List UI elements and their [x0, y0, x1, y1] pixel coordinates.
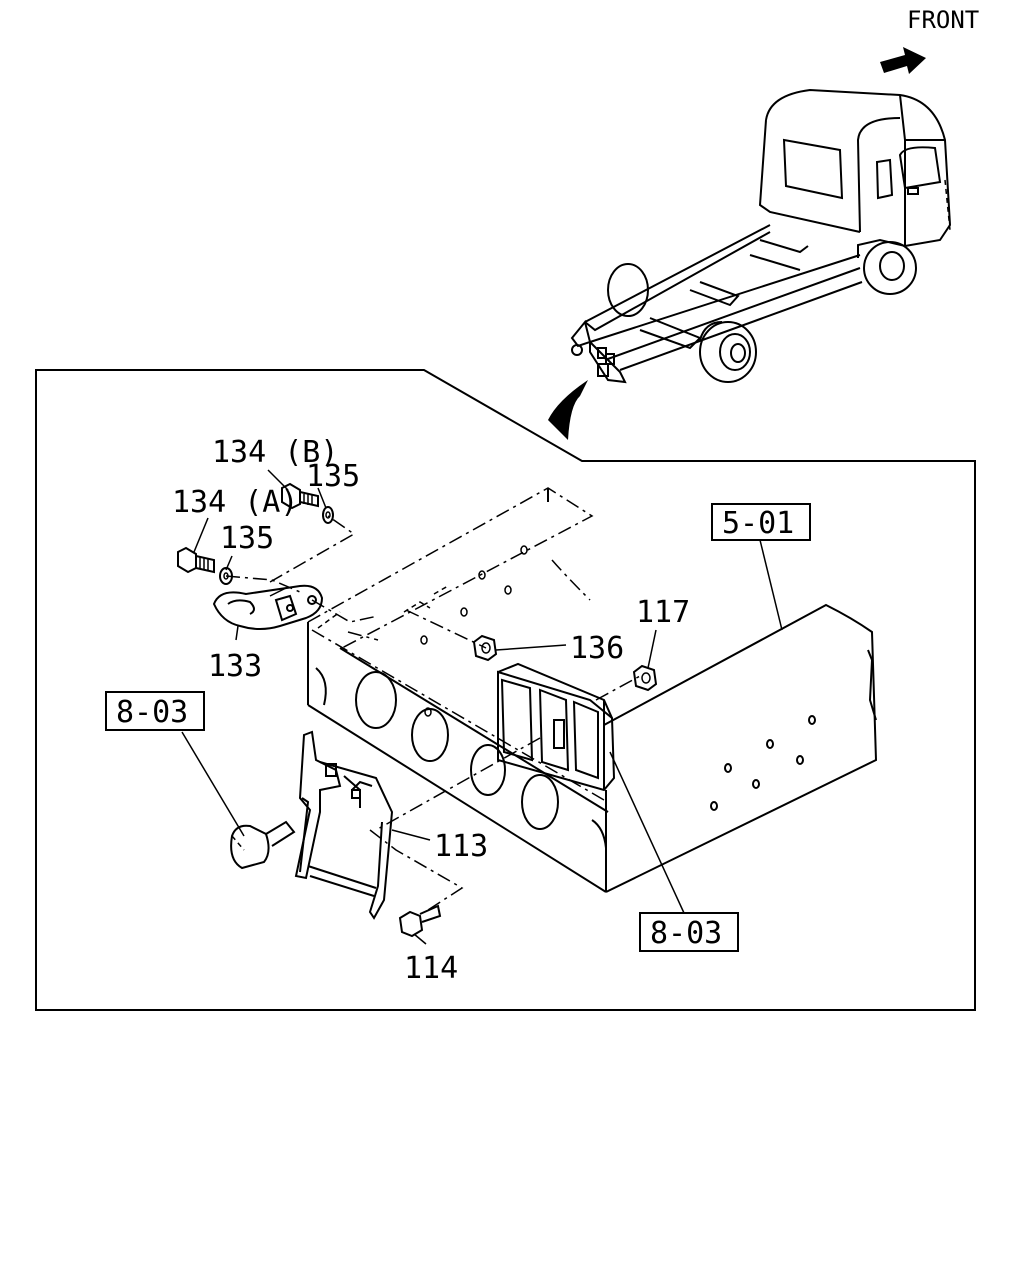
bracket-113 — [294, 730, 394, 920]
callout-113: 113 — [434, 829, 488, 864]
callout-114: 114 — [404, 951, 458, 986]
arrow-icon — [880, 47, 926, 74]
reference-box-8-03-right[interactable]: 8-03 — [639, 912, 739, 952]
frame-assembly — [307, 487, 878, 893]
reference-label-8-03-right: 8-03 — [650, 916, 722, 951]
leader-lines — [181, 469, 783, 945]
callout-134b: 134 (B) — [212, 435, 338, 470]
bolt-114 — [398, 904, 442, 938]
callout-117: 117 — [636, 595, 690, 630]
washer-135-upper — [322, 506, 334, 524]
assembly-lines — [225, 515, 641, 911]
reference-label-8-03-left: 8-03 — [116, 695, 188, 730]
callout-135-lower: 135 — [220, 521, 274, 556]
nut-136 — [472, 634, 498, 662]
tail-lamp — [497, 662, 616, 792]
nut-117 — [632, 664, 658, 692]
truck-overview — [570, 88, 952, 384]
bolt-134b — [281, 482, 319, 510]
reference-box-5-01[interactable]: 5-01 — [711, 503, 811, 541]
front-label: FRONT — [907, 6, 979, 34]
detail-frame — [35, 369, 976, 1011]
reference-box-8-03-left[interactable]: 8-03 — [105, 691, 205, 731]
curved-arrow-icon — [548, 380, 588, 440]
tow-hook — [212, 584, 324, 630]
callout-135-upper: 135 — [306, 459, 360, 494]
callout-136: 136 — [570, 631, 624, 666]
bolt-134a — [177, 546, 215, 574]
callout-134a: 134 (A) — [172, 485, 298, 520]
callout-133: 133 — [208, 649, 262, 684]
reference-label-5-01: 5-01 — [722, 506, 794, 541]
